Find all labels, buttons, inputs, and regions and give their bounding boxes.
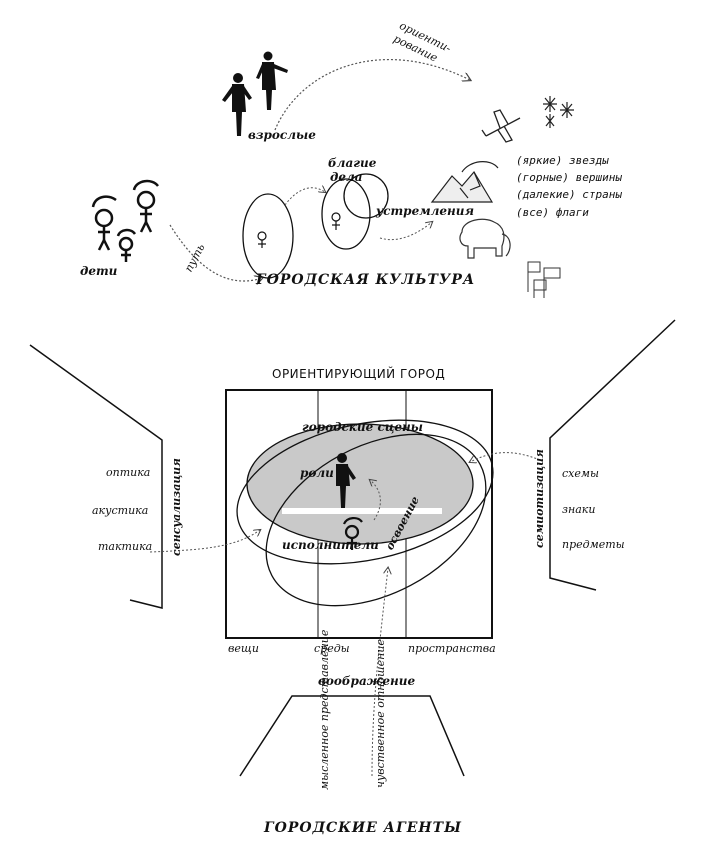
performers-label: исполнители	[282, 538, 379, 552]
roles-label: роли	[300, 466, 334, 480]
stage-bar	[282, 508, 442, 514]
left-item-optics: оптика	[106, 466, 151, 479]
airplane-icon	[481, 109, 521, 143]
scenes-ellipse	[246, 423, 474, 545]
child-in-deeds-icon	[331, 212, 341, 230]
orientation-arrow	[274, 58, 470, 131]
stars-icon	[543, 96, 574, 128]
adults-figures-icon	[222, 51, 288, 136]
sensualization-arrow	[149, 530, 260, 553]
imagination-label: воображение	[318, 674, 416, 688]
aim-item: (горные) вершины	[516, 171, 622, 184]
elephant-icon	[459, 218, 511, 259]
scenes-outer-ellipse	[236, 419, 494, 565]
aim-item: (далекие) страны	[516, 188, 622, 201]
child-in-oval-icon	[257, 231, 267, 248]
aim-item: (яркие) звезды	[516, 154, 609, 167]
flags-icon	[527, 261, 561, 298]
bottom-funnel	[239, 695, 465, 777]
bottom-item-sensual: чувственное отношение	[374, 639, 387, 788]
semiotization-arrow	[470, 452, 541, 462]
aspirations-label: устремления	[376, 204, 475, 218]
urban-agents-title: ГОРОДСКИЕ АГЕНТЫ	[264, 820, 462, 836]
mountain-icon	[430, 161, 499, 203]
good-deeds-label-2: дела	[330, 170, 363, 184]
right-item-objects: предметы	[562, 538, 625, 551]
right-item-signs: знаки	[562, 503, 596, 516]
adults-label: взрослые	[248, 128, 316, 142]
sensualization-label: сенсуализация	[170, 458, 183, 556]
good-deeds-oval-2	[343, 173, 389, 219]
city-frame	[225, 389, 493, 639]
axis-label-things: вещи	[228, 642, 260, 655]
aim-item: (все) флаги	[516, 206, 589, 219]
actor-figure-icon	[336, 453, 356, 508]
left-item-acoustics: акустика	[92, 504, 149, 517]
right-funnel	[549, 319, 676, 591]
axis-label-spaces: пространства	[408, 642, 496, 655]
city-scenes-label: городские сцены	[302, 420, 423, 434]
axis-label-environments: среды	[314, 642, 350, 655]
right-item-schemes: схемы	[562, 467, 599, 480]
mastery-arrow	[370, 480, 381, 521]
semiotization-label: семиотизация	[533, 449, 546, 548]
performer-child-icon	[342, 517, 363, 550]
bottom-item-mental: мысленное представление	[318, 629, 331, 790]
left-funnel	[29, 344, 163, 609]
imagination-arrow	[371, 568, 388, 777]
left-item-tactics: тактика	[98, 540, 153, 553]
children-figures-icon	[91, 179, 159, 262]
aspirations-arrow	[379, 222, 432, 240]
path-arrow	[169, 224, 262, 281]
children-label: дети	[80, 264, 118, 278]
child-oval	[242, 193, 294, 279]
urban-culture-title: ГОРОДСКАЯ КУЛЬТУРА	[256, 272, 476, 288]
orienting-city-title: ОРИЕНТИРУЮЩИЙ ГОРОД	[272, 367, 446, 381]
good-deeds-oval-1	[321, 178, 371, 250]
deeds-arrow	[284, 188, 325, 206]
good-deeds-label-1: благие	[328, 156, 377, 170]
